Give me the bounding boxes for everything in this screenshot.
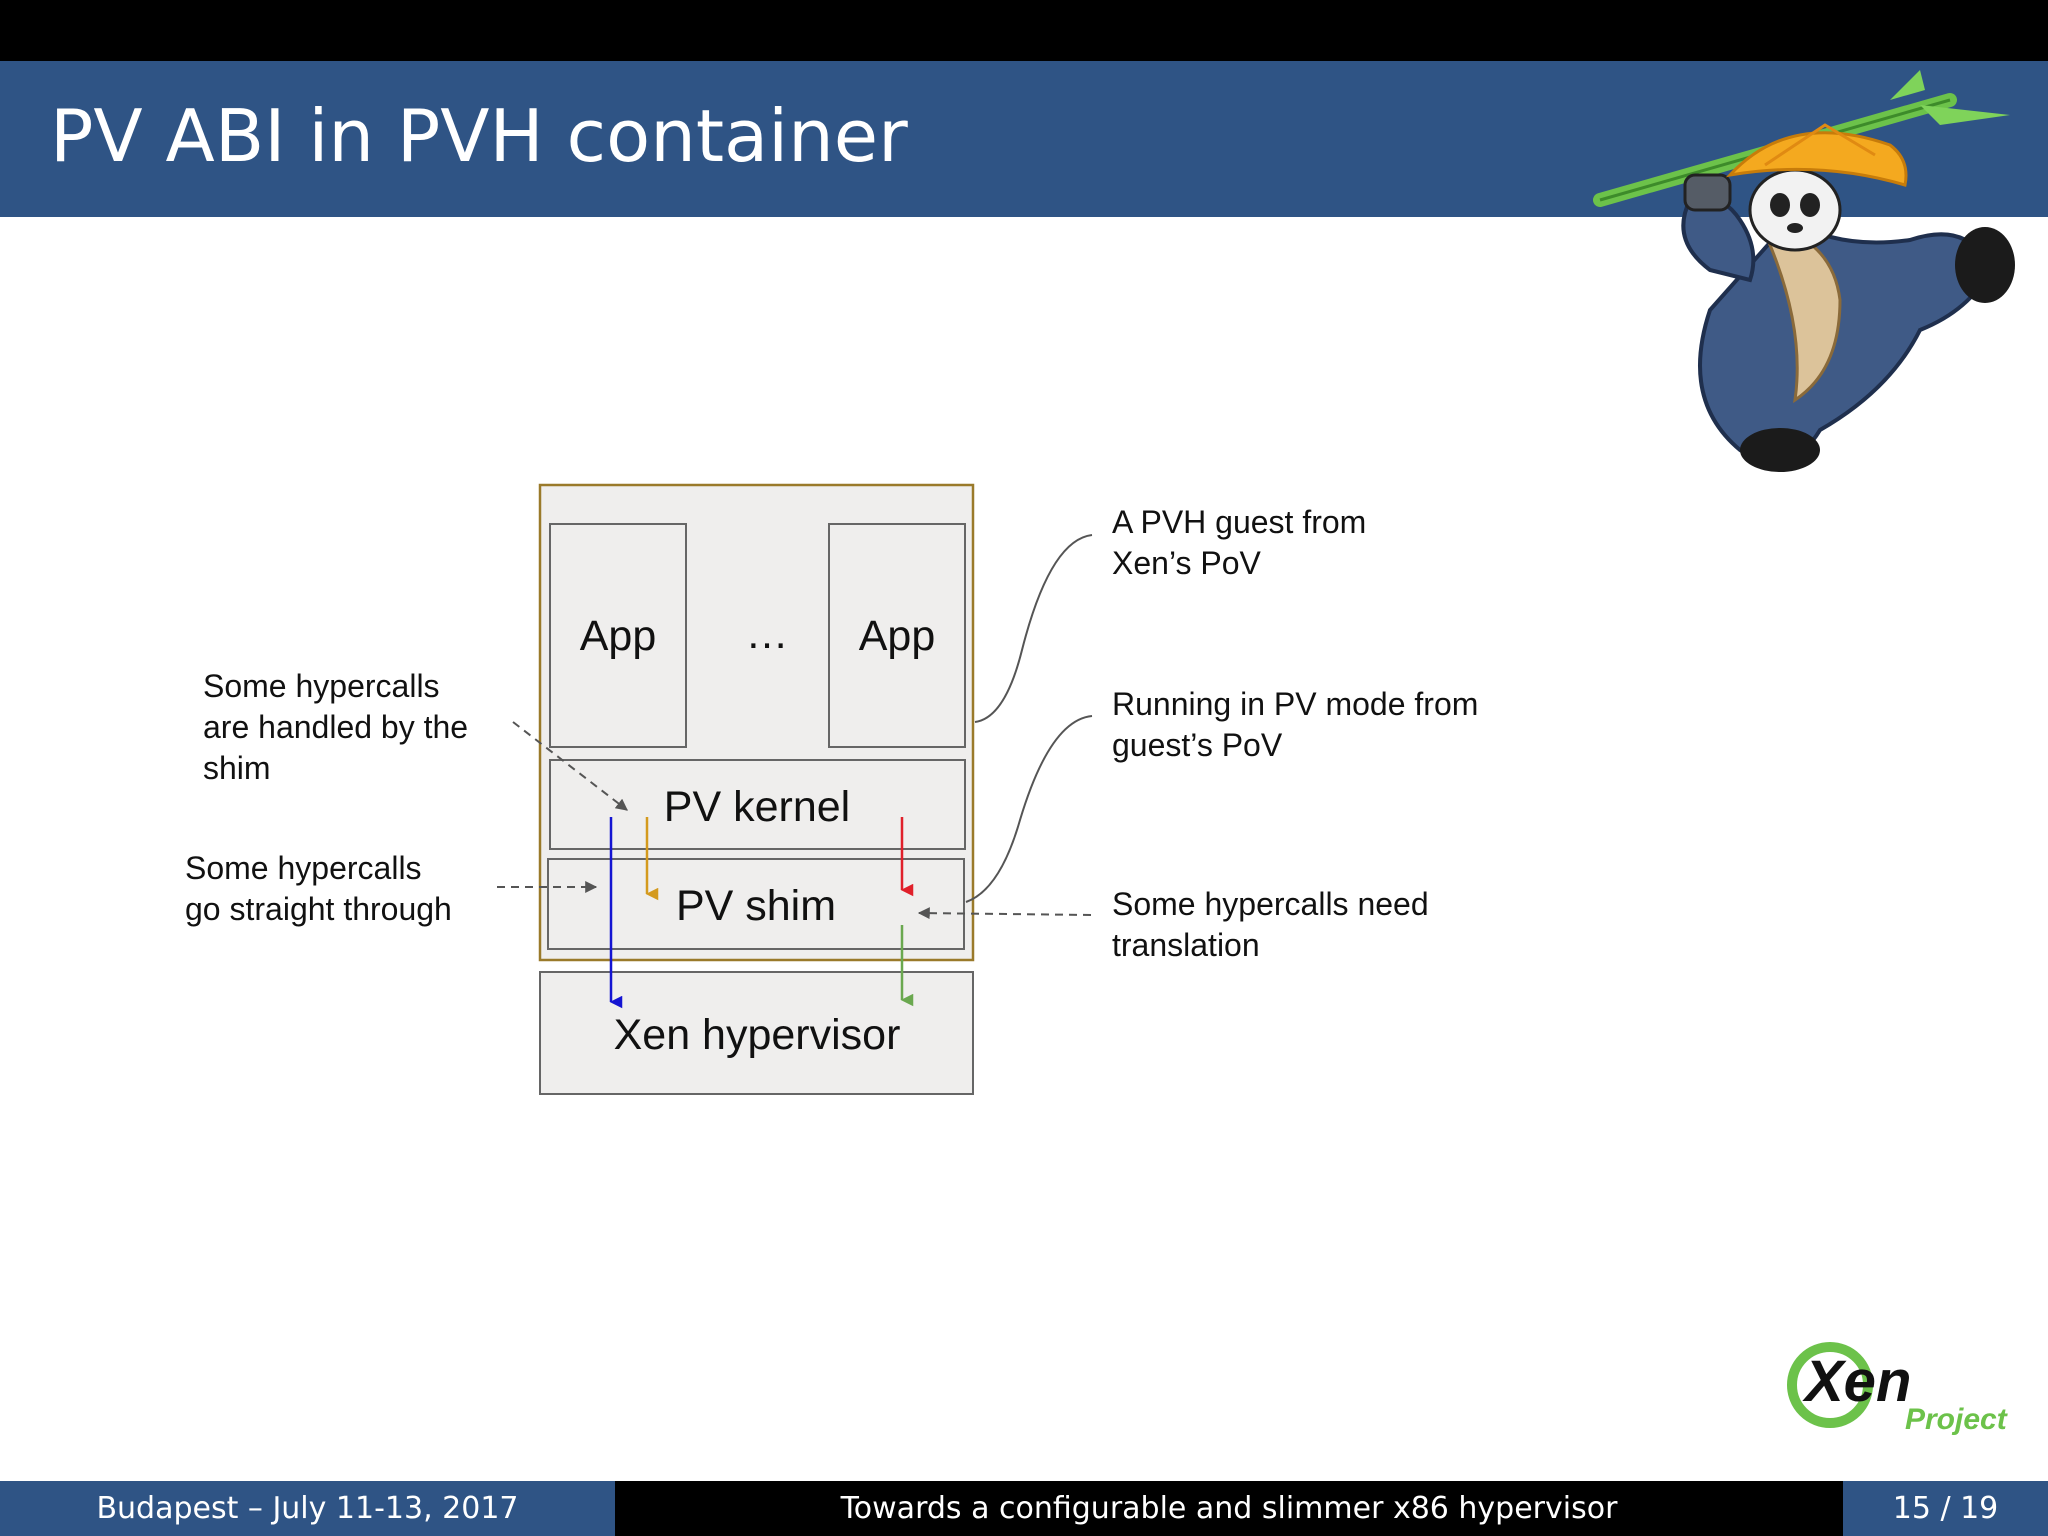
- app-right-label: App: [859, 612, 936, 660]
- straight-through-note-line-2: go straight through: [185, 891, 452, 927]
- handled-by-shim-pointer: [512, 721, 628, 811]
- pv-kernel-label: PV kernel: [664, 783, 850, 831]
- straight-through-note-line-1: Some hypercalls: [185, 850, 422, 886]
- pvh-guest-note-line-1: A PVH guest from: [1112, 504, 1366, 540]
- pv-mode-brace: [965, 715, 1093, 903]
- translation-pointer: [917, 907, 1092, 920]
- footer-page-number: 15 / 19: [1843, 1481, 2048, 1536]
- pvh-guest-note-line-2: Xen’s PoV: [1112, 545, 1262, 581]
- handled-by-shim-note: Some hypercalls are handled by the shim: [203, 668, 477, 786]
- app-box-right: [828, 523, 966, 748]
- pv-shim-box: [547, 858, 965, 950]
- pv-mode-note-line-1: Running in PV mode from: [1112, 686, 1478, 722]
- slide-title: PV ABI in PVH container: [50, 94, 908, 178]
- svg-text:Project: Project: [1905, 1403, 2009, 1435]
- xen-hypervisor-label: Xen hypervisor: [614, 1011, 901, 1059]
- straight-through-note: Some hypercalls go straight through: [185, 850, 452, 927]
- slide-footer: Budapest – July 11-13, 2017 Towards a co…: [0, 1481, 2048, 1536]
- need-translation-note-line-2: translation: [1112, 927, 1260, 963]
- handled-by-shim-note-line-2: are handled by the: [203, 709, 468, 745]
- app-ellipsis: …: [746, 610, 789, 658]
- panda-mascot-icon: [1593, 70, 2015, 472]
- top-black-band: [0, 0, 2048, 61]
- pvh-guest-brace: [974, 534, 1093, 723]
- xen-project-logo: Xen Project: [1787, 1342, 2009, 1435]
- need-translation-note-line-1: Some hypercalls need: [1112, 886, 1429, 922]
- pv-mode-note: Running in PV mode from guest’s PoV: [1112, 686, 1487, 763]
- svg-text:Xen: Xen: [1802, 1349, 1911, 1414]
- pv-shim-label: PV shim: [676, 882, 836, 930]
- app-left-label: App: [580, 612, 657, 660]
- handled-by-shim-note-line-1: Some hypercalls: [203, 668, 440, 704]
- footer-talk-title: Towards a configurable and slimmer x86 h…: [615, 1481, 1843, 1536]
- pv-mode-note-line-2: guest’s PoV: [1112, 727, 1283, 763]
- need-translation-note: Some hypercalls need translation: [1112, 886, 1438, 963]
- handled-by-shim-note-line-3: shim: [203, 750, 271, 786]
- footer-location: Budapest – July 11-13, 2017: [0, 1481, 615, 1536]
- pvh-guest-note: A PVH guest from Xen’s PoV: [1112, 504, 1375, 581]
- app-box-left: [549, 523, 687, 748]
